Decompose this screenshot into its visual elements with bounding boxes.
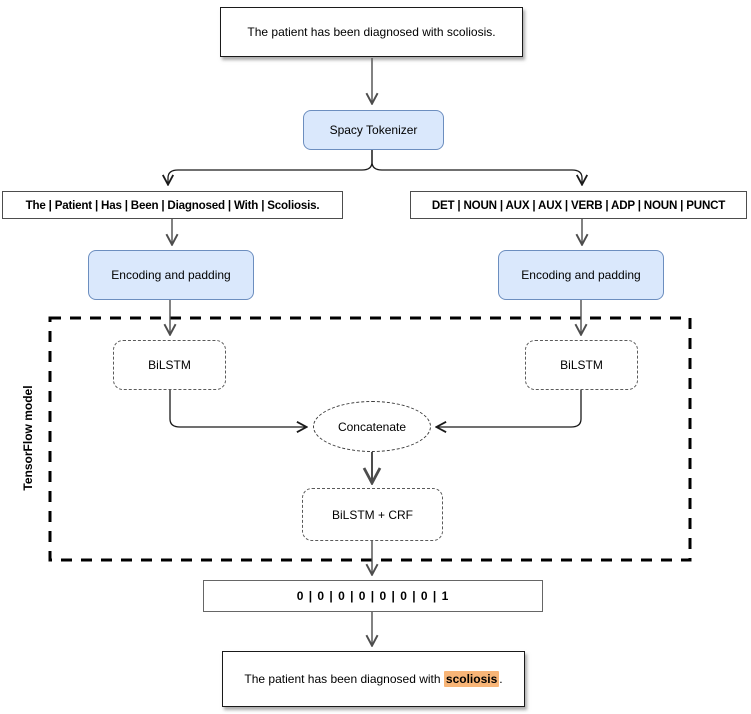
spacy-tokenizer-node: Spacy Tokenizer [303,110,444,150]
bilstm-right-node: BiLSTM [525,340,638,390]
result-highlighted-entity: scoliosis [443,671,500,687]
arrow-tokenizer-to-tokens [168,150,373,184]
tensorflow-model-label: TensorFlow model [21,385,35,491]
encoding-padding-right-node: Encoding and padding [498,250,664,300]
encoding-padding-left-label: Encoding and padding [111,268,231,282]
concatenate-node: Concatenate [313,401,431,452]
bilstm-crf-node: BiLSTM + CRF [302,488,443,541]
pos-tags-label: DET | NOUN | AUX | AUX | VERB | ADP | NO… [431,198,726,212]
concatenate-label: Concatenate [337,419,407,434]
result-prefix: The patient has been diagnosed with [244,672,444,686]
arrow-tokenizer-to-pos [371,150,582,184]
encoding-padding-right-label: Encoding and padding [521,268,641,282]
result-sentence-text: The patient has been diagnosed with scol… [244,671,503,687]
word-tokens-box: The | Patient | Has | Been | Diagnosed |… [2,191,343,219]
pos-tags-box: DET | NOUN | AUX | AUX | VERB | ADP | NO… [410,191,747,219]
encoding-padding-left-node: Encoding and padding [88,250,254,300]
bilstm-right-label: BiLSTM [560,358,603,372]
word-tokens-label: The | Patient | Has | Been | Diagnosed |… [25,198,320,212]
result-sentence-box: The patient has been diagnosed with scol… [222,651,525,707]
tensorflow-model-container [48,316,692,562]
spacy-tokenizer-label: Spacy Tokenizer [329,123,418,137]
bilstm-crf-label: BiLSTM + CRF [331,507,413,522]
arrow-bilstm-left-to-concatenate [169,390,306,427]
bilstm-left-node: BiLSTM [113,340,226,390]
output-vector-label: 0 | 0 | 0 | 0 | 0 | 0 | 0 | 1 [296,589,450,603]
result-suffix: . [499,672,503,686]
input-sentence-box: The patient has been diagnosed with scol… [220,7,523,57]
output-vector-box: 0 | 0 | 0 | 0 | 0 | 0 | 0 | 1 [203,580,543,612]
bilstm-left-label: BiLSTM [148,358,191,372]
arrow-bilstm-right-to-concatenate [437,390,582,427]
input-sentence-label: The patient has been diagnosed with scol… [247,25,496,39]
